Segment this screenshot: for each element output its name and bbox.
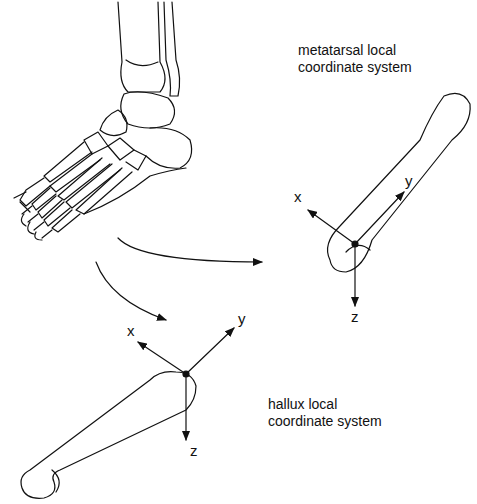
axis-label: z [190,442,210,459]
axis-label: x [127,322,147,339]
axis-label: y [238,310,258,327]
axis-label: y [405,172,425,189]
axis-label: z [351,308,371,325]
axis-label: x [294,188,314,205]
caption-label: metatarsal local coordinate system [298,42,438,76]
caption-label: hallux local coordinate system [268,396,398,430]
